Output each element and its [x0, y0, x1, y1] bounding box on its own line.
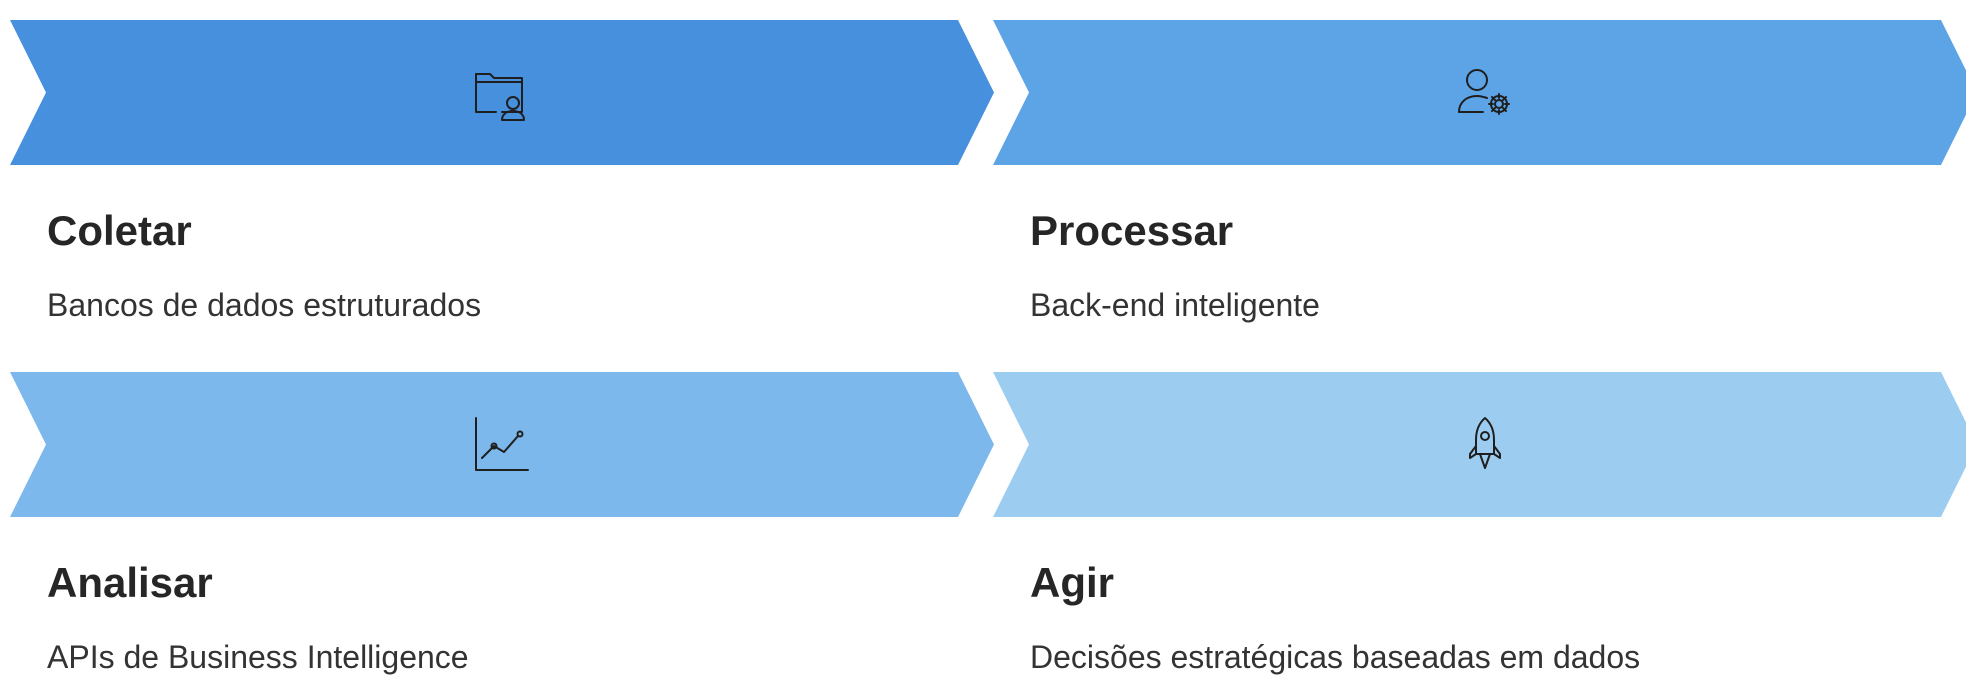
chevron-arrow: [993, 372, 1966, 517]
step-description: Decisões estratégicas baseadas em dados: [1030, 639, 1641, 675]
step-agir: Agir Decisões estratégicas baseadas em d…: [993, 372, 1966, 680]
step-description: APIs de Business Intelligence: [47, 639, 469, 675]
step-description: Back-end inteligente: [1030, 287, 1320, 323]
step-description: Bancos de dados estruturados: [47, 287, 482, 323]
user-gear-icon: [1453, 60, 1517, 124]
step-title: Agir: [1030, 559, 1114, 606]
line-chart-icon: [470, 412, 534, 476]
step-coletar: Coletar Bancos de dados estruturados: [10, 20, 994, 360]
chevron-arrow: [993, 20, 1966, 165]
step-analisar: Analisar APIs de Business Intelligence: [10, 372, 994, 680]
chevron-arrow: [10, 20, 994, 165]
folder-user-icon: [470, 60, 534, 124]
step-title: Analisar: [47, 559, 213, 606]
step-processar: Processar Back-end inteligente: [993, 20, 1966, 360]
step-title: Processar: [1030, 207, 1234, 254]
rocket-icon: [1453, 412, 1517, 476]
chevron-arrow: [10, 372, 994, 517]
step-title: Coletar: [47, 207, 192, 254]
